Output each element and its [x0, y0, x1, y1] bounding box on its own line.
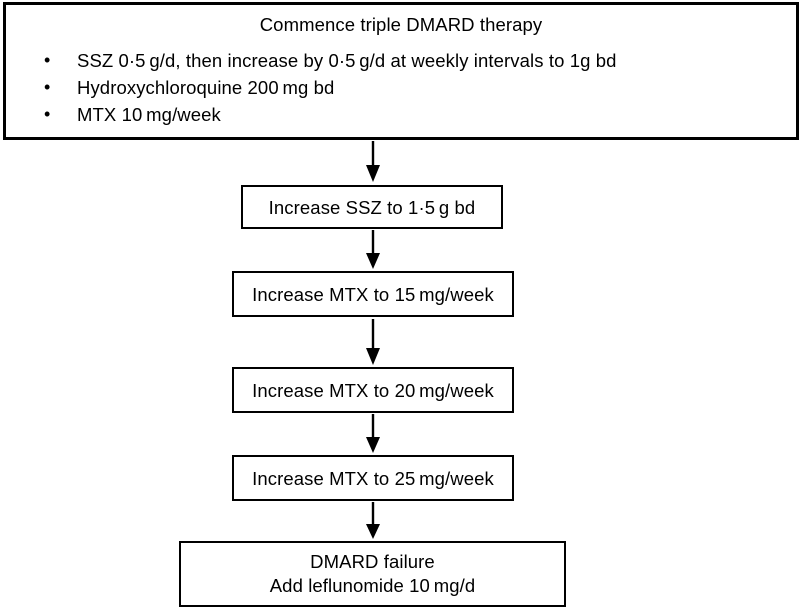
bullet-icon: •: [44, 77, 51, 97]
step-box-increase-mtx-15: Increase MTX to 15 mg/week: [232, 271, 514, 317]
arrow-down-icon: [362, 414, 384, 454]
step-label: Increase SSZ to 1·5 g bd: [268, 196, 476, 218]
arrow-down-icon: [362, 230, 384, 270]
list-item-label: SSZ 0·5 g/d, then increase by 0·5 g/d at…: [77, 50, 617, 71]
step-box-increase-mtx-25: Increase MTX to 25 mg/week: [232, 455, 514, 501]
arrow-down-icon: [362, 502, 384, 540]
terminal-label-line-2: Add leflunomide 10 mg/d: [269, 575, 476, 596]
arrow-down-icon: [362, 319, 384, 366]
step-label: Increase MTX to 25 mg/week: [252, 467, 494, 489]
step-box-increase-mtx-20: Increase MTX to 20 mg/week: [232, 367, 514, 413]
step-label: Increase MTX to 15 mg/week: [252, 283, 494, 305]
step-box-increase-ssz: Increase SSZ to 1·5 g bd: [241, 185, 503, 229]
list-item: • SSZ 0·5 g/d, then increase by 0·5 g/d …: [44, 47, 796, 74]
terminal-label-line-1: DMARD failure: [310, 551, 435, 572]
list-item: • Hydroxychloroquine 200 mg bd: [44, 74, 796, 101]
arrow-down-icon: [362, 141, 384, 183]
header-box: Commence triple DMARD therapy • SSZ 0·5 …: [3, 2, 799, 140]
bullet-icon: •: [44, 50, 51, 70]
bullet-icon: •: [44, 104, 51, 124]
step-label: Increase MTX to 20 mg/week: [252, 379, 494, 401]
list-item: • MTX 10 mg/week: [44, 101, 796, 128]
terminal-box-dmard-failure: DMARD failure Add leflunomide 10 mg/d: [179, 541, 566, 607]
list-item-label: Hydroxychloroquine 200 mg bd: [77, 77, 335, 98]
header-bullet-list: • SSZ 0·5 g/d, then increase by 0·5 g/d …: [6, 47, 796, 128]
page-title: Commence triple DMARD therapy: [259, 14, 543, 35]
list-item-label: MTX 10 mg/week: [77, 104, 221, 125]
